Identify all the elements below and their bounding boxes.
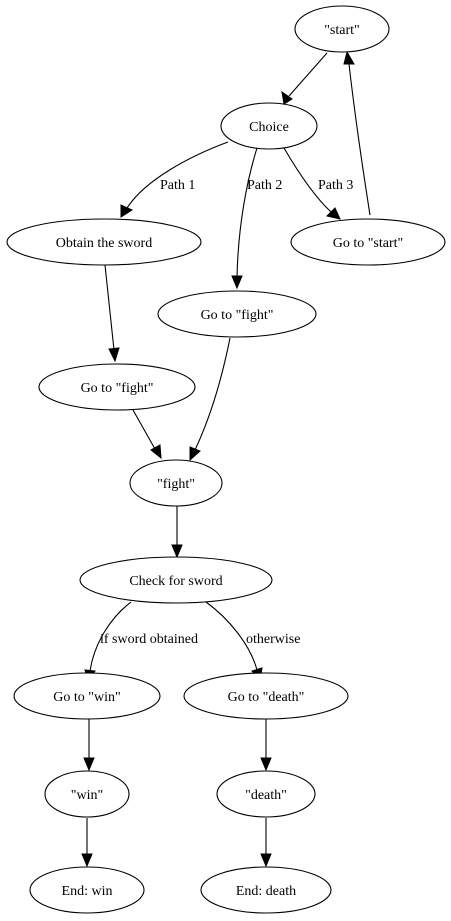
node-death-label: "death" [245, 788, 287, 803]
edge-label-path2: Path 2 [247, 178, 282, 193]
node-check-sword: Check for sword [79, 556, 273, 604]
node-goto-start: Go to "start" [290, 218, 446, 266]
edge-choice-to-goto-fight-b [231, 147, 258, 290]
node-win-label: "win" [71, 788, 103, 803]
node-end-death: End: death [200, 866, 332, 914]
edge-goto-start-to-start [343, 50, 371, 216]
edge-goto-fight-a-to-fight [132, 409, 162, 460]
node-win: "win" [44, 770, 130, 818]
node-end-death-label: End: death [236, 884, 296, 899]
node-fight: "fight" [129, 459, 223, 507]
node-goto-start-label: Go to "start" [333, 236, 404, 251]
edge-win-to-end-win [81, 818, 93, 868]
node-choice: Choice [220, 102, 318, 150]
edge-obtain-sword-to-goto-fight-a [104, 264, 120, 363]
node-goto-fight-a: Go to "fight" [38, 363, 196, 411]
node-end-win-label: End: win [62, 884, 113, 899]
node-end-win: End: win [29, 866, 145, 914]
node-goto-death-label: Go to "death" [228, 690, 305, 705]
node-check-sword-label: Check for sword [129, 574, 222, 589]
node-goto-fight-a-label: Go to "fight" [81, 381, 154, 396]
edge-choice-to-obtain-sword [120, 141, 229, 218]
node-death: "death" [216, 770, 316, 818]
node-choice-label: Choice [249, 120, 289, 135]
node-goto-fight-b-label: Go to "fight" [201, 308, 274, 323]
node-start: "start" [294, 5, 390, 53]
edge-fight-to-check-sword [171, 506, 183, 559]
edge-label-path3: Path 3 [318, 178, 353, 193]
edge-label-if-sword: if sword obtained [100, 632, 198, 647]
edge-goto-death-to-death [260, 718, 272, 772]
edge-goto-fight-b-to-fight [189, 337, 231, 462]
edge-goto-win-to-win [83, 718, 95, 772]
edge-label-path1: Path 1 [160, 178, 195, 193]
edge-choice-to-goto-start [283, 147, 341, 220]
edge-death-to-end-death [260, 818, 272, 868]
node-goto-win: Go to "win" [13, 672, 161, 720]
node-fight-label: "fight" [157, 477, 195, 492]
node-goto-fight-b: Go to "fight" [157, 290, 317, 338]
node-obtain-sword-label: Obtain the sword [56, 236, 152, 251]
node-start-label: "start" [324, 23, 360, 38]
node-goto-win-label: Go to "win" [53, 690, 120, 705]
node-obtain-sword: Obtain the sword [6, 218, 202, 266]
node-goto-death: Go to "death" [183, 672, 349, 720]
edge-start-to-choice [281, 52, 328, 105]
edge-label-otherwise: otherwise [246, 632, 300, 647]
